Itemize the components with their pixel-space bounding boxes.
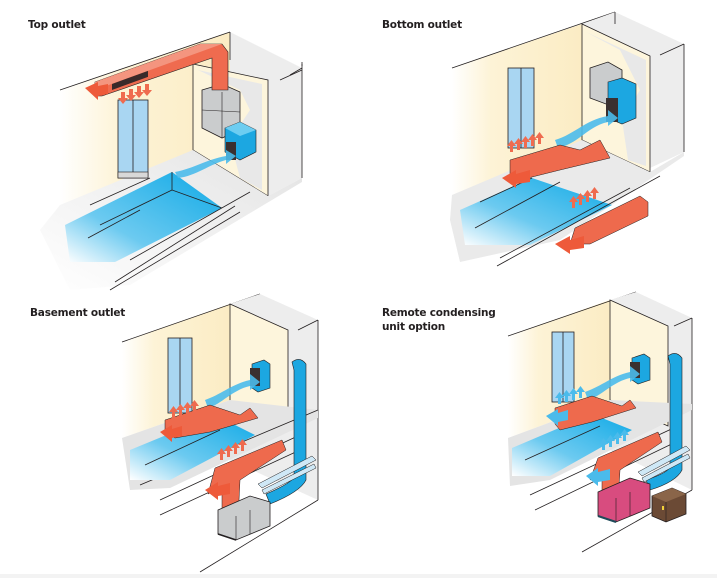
bottom-outlet-illustration	[450, 11, 685, 267]
return-air-arrow	[546, 409, 568, 426]
supply-air-arrow	[160, 425, 182, 442]
page-footer-strip	[0, 574, 717, 578]
panel-bottom-outlet: Bottom outlet	[360, 0, 717, 290]
supply-diffuser-arrows	[169, 400, 247, 460]
panel-title: Remote condensing unit option	[382, 307, 496, 333]
pool-water	[65, 172, 222, 262]
panel-title: Bottom outlet	[382, 19, 462, 31]
supply-air-arrow	[502, 170, 530, 188]
diffuser-arrows	[555, 386, 629, 450]
supply-air-arrow	[85, 82, 108, 100]
pool-water	[460, 178, 612, 245]
supply-diffuser-arrows	[507, 132, 599, 208]
return-air-flow	[205, 374, 260, 408]
remote-condensing-illustration	[507, 291, 693, 553]
panel-basement-outlet: Basement outlet	[0, 290, 360, 578]
remote-condenser-unit	[651, 487, 687, 523]
top-outlet-illustration	[40, 31, 303, 291]
window	[117, 99, 149, 179]
window	[551, 331, 575, 403]
liquid-pipes	[257, 455, 317, 495]
return-air-arrow	[586, 468, 610, 486]
basement-dehumidifier-unit	[597, 477, 651, 523]
panel-remote-condensing: Remote condensing unit option	[360, 290, 717, 578]
window	[167, 337, 193, 414]
supply-duct	[94, 43, 229, 97]
liquid-pipes	[637, 445, 691, 483]
basement-outlet-illustration	[121, 293, 319, 573]
return-air-flow	[175, 150, 236, 178]
panel-title: Top outlet	[28, 19, 86, 31]
return-air-flow	[555, 110, 618, 148]
return-duct	[224, 121, 257, 161]
supply-diffuser-arrows	[118, 84, 152, 104]
supply-air-arrow	[205, 482, 230, 500]
pool-water	[512, 414, 632, 476]
basement-dehumidifier-unit	[217, 495, 271, 541]
return-air-flow	[585, 366, 640, 400]
supply-air-arrow	[555, 236, 584, 254]
window	[507, 67, 535, 149]
pool-water	[130, 415, 255, 480]
panel-title: Basement outlet	[30, 307, 126, 319]
panel-top-outlet: Top outlet	[0, 0, 360, 291]
